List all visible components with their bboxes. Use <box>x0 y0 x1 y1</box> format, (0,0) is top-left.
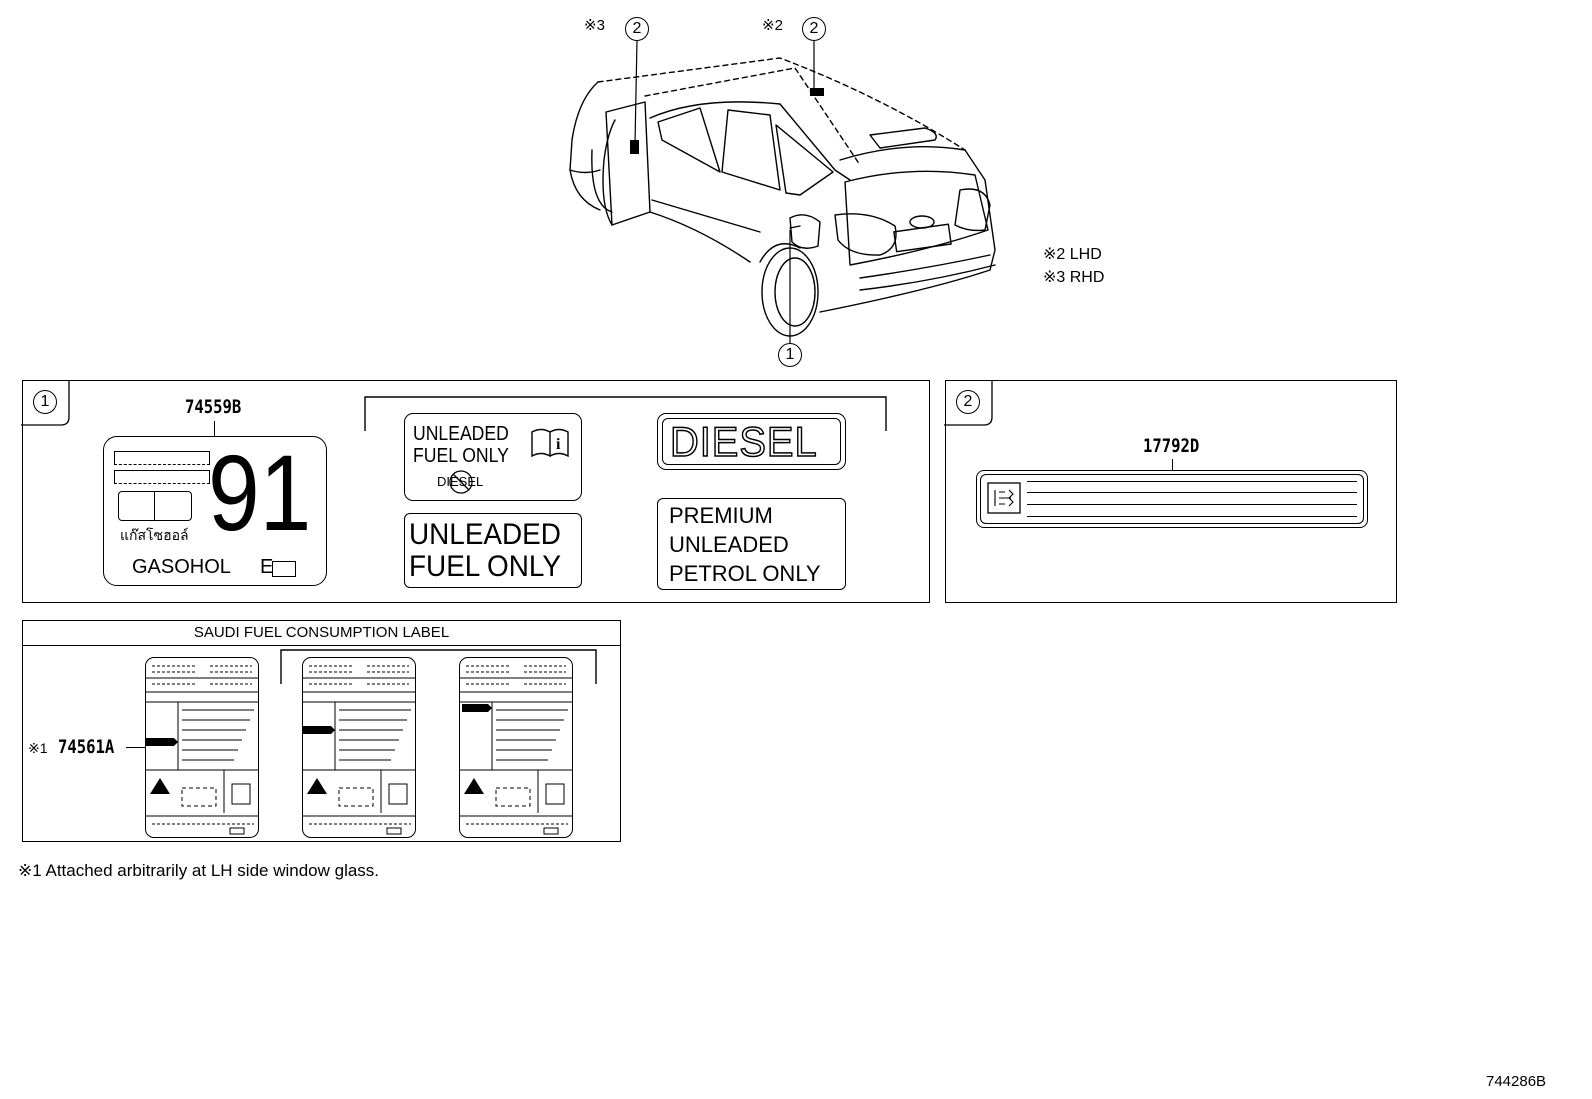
ref2-mark: ※2 <box>762 17 783 34</box>
part-leader-line <box>126 747 146 749</box>
ref2-callout-badge: 2 <box>802 17 826 41</box>
no-diesel-icon <box>449 470 473 494</box>
label-text-line <box>1027 504 1357 506</box>
premium-line3: PETROL ONLY <box>669 561 821 586</box>
panel-saudi-labels: SAUDI FUEL CONSUMPTION LABEL ※1 74561A <box>22 620 621 842</box>
unleaded-line2: FUEL ONLY <box>413 445 509 467</box>
book-info-icon: i <box>531 428 569 458</box>
gasohol-thai-text: แก๊สโซฮอล์ <box>120 527 189 543</box>
saudi-label-variant-a <box>145 657 259 838</box>
panel-climate-label: 2 17792D <box>944 380 1397 603</box>
premium-line1: PREMIUM <box>669 503 773 528</box>
e-percent-box <box>272 561 296 577</box>
unleaded-large-line2: FUEL ONLY <box>409 550 561 583</box>
part-number-74559B: 74559B <box>185 396 242 418</box>
label-group-bracket <box>280 649 597 684</box>
panel-fuel-labels: 1 74559B แก๊สโซฮอล์ 91 GASOHOL E UNLEADE… <box>21 380 930 603</box>
warning-triangle-icon <box>464 778 484 794</box>
part-leader-line <box>1172 459 1174 471</box>
text-placeholder-bar <box>114 451 210 465</box>
warning-triangle-icon <box>307 778 327 794</box>
panel-corner-tab <box>944 381 993 426</box>
saudi-label-art <box>303 665 415 835</box>
label-text-line <box>1027 516 1357 518</box>
panel-corner-tab <box>21 381 70 426</box>
text-placeholder-bar <box>114 470 210 484</box>
split-box <box>118 491 192 521</box>
diesel-label: DIESEL <box>657 413 846 470</box>
panel1-index-badge: 1 <box>33 390 57 414</box>
premium-line2: UNLEADED <box>669 532 789 557</box>
octane-number: 91 <box>208 432 312 553</box>
saudi-label-art <box>146 665 258 835</box>
ref3-callout-badge: 2 <box>625 17 649 41</box>
legend-lhd: ※2 LHD <box>1043 246 1102 263</box>
unleaded-fuel-only-small-label: UNLEADED FUEL ONLY i DIESEL <box>404 413 582 501</box>
saudi-label-variant-c <box>459 657 573 838</box>
part-number-17792D: 17792D <box>1143 435 1200 457</box>
gasohol-91-label: แก๊สโซฮอล์ 91 GASOHOL E <box>103 432 327 586</box>
car-ref1-callout-badge: 1 <box>778 343 802 367</box>
figure-id: 744286B <box>1486 1073 1547 1090</box>
svg-text:i: i <box>556 436 561 453</box>
saudi-label-variant-b <box>302 657 416 838</box>
ref3-mark: ※3 <box>584 17 605 34</box>
part-leader-line <box>214 421 216 437</box>
diesel-text: DIESEL <box>669 418 818 465</box>
climate-control-label <box>976 470 1368 528</box>
saudi-label-art <box>460 665 572 835</box>
label-group-bracket <box>364 396 887 431</box>
gasohol-name: GASOHOL <box>132 556 231 578</box>
unleaded-line1: UNLEADED <box>413 423 509 445</box>
label-text-line <box>1027 492 1357 494</box>
panel2-index-badge: 2 <box>956 390 980 414</box>
vehicle-illustration <box>569 40 996 343</box>
unleaded-fuel-only-large-label: UNLEADED FUEL ONLY <box>404 513 582 588</box>
label-text-line <box>1027 481 1357 483</box>
footnote: ※1 Attached arbitrarily at LH side windo… <box>18 861 380 880</box>
premium-unleaded-label: PREMIUM UNLEADED PETROL ONLY <box>657 498 846 590</box>
saudi-panel-title: SAUDI FUEL CONSUMPTION LABEL <box>23 621 620 646</box>
part-number-74561A: 74561A <box>58 736 115 758</box>
warning-triangle-icon <box>150 778 170 794</box>
saudi-mark: ※1 <box>28 740 48 756</box>
e-mark: E <box>260 556 274 578</box>
climate-control-icon <box>987 482 1021 514</box>
unleaded-large-line1: UNLEADED <box>409 518 561 551</box>
legend-rhd: ※3 RHD <box>1043 269 1105 286</box>
